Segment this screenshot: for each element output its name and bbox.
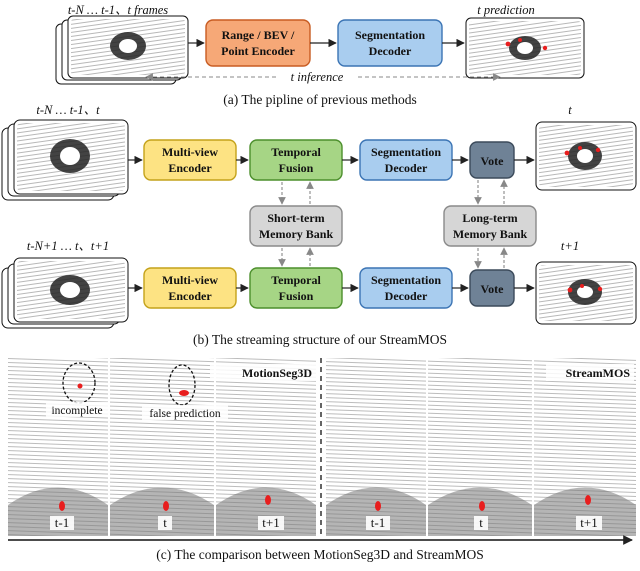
caption-c: (c) The comparison between MotionSeg3D a… (156, 547, 483, 562)
prediction-frame-a (465, 17, 585, 79)
multi-view-encoder-top: Multi-view Encoder (143, 139, 237, 181)
top-input-label: t-N … t-1、t (36, 103, 100, 117)
input-frame-stack-top (1, 119, 129, 201)
svg-text:Decoder: Decoder (385, 161, 428, 175)
time-tick-labels: t-1 t t+1 t-1 t t+1 (50, 515, 602, 530)
incomplete-highlight (62, 362, 96, 404)
svg-text:Multi-view: Multi-view (162, 145, 218, 159)
svg-text:Multi-view: Multi-view (162, 273, 218, 287)
range-bev-point-encoder: Range / BEV / Point Encoder (205, 19, 311, 67)
caption-b: (b) The streaming structure of our Strea… (193, 332, 447, 347)
vote-top: Vote (469, 141, 515, 179)
input-frame-stack-a (55, 15, 189, 85)
svg-text:Memory Bank: Memory Bank (453, 227, 528, 241)
temporal-fusion-bottom: Temporal Fusion (249, 267, 343, 309)
segmentation-decoder-top: Segmentation Decoder (359, 139, 453, 181)
vote-bottom: Vote (469, 269, 515, 307)
input-frames-label: t-N … t-1、t frames (68, 3, 168, 17)
svg-text:Point Encoder: Point Encoder (221, 44, 295, 58)
annotation-incomplete: incomplete (51, 405, 102, 417)
bottom-output-label: t+1 (561, 239, 579, 253)
method-label-streammos: StreamMOS (566, 366, 631, 380)
svg-text:Decoder: Decoder (369, 44, 412, 58)
temporal-fusion-top: Temporal Fusion (249, 139, 343, 181)
svg-text:Long-term: Long-term (462, 211, 517, 225)
svg-text:t-1: t-1 (55, 515, 69, 530)
svg-text:t: t (163, 515, 167, 530)
method-label-motionseg3d: MotionSeg3D (242, 366, 312, 380)
svg-text:Decoder: Decoder (385, 289, 428, 303)
annotation-false-prediction: false prediction (149, 408, 220, 420)
segmentation-decoder-bottom: Segmentation Decoder (359, 267, 453, 309)
svg-text:t+1: t+1 (262, 515, 279, 530)
prediction-label: t prediction (477, 3, 535, 17)
input-frame-stack-bottom (1, 257, 129, 329)
svg-text:Fusion: Fusion (279, 161, 314, 175)
panel-c: incomplete false prediction MotionSeg3D … (8, 358, 636, 562)
svg-text:Memory Bank: Memory Bank (259, 227, 334, 241)
svg-text:Temporal: Temporal (271, 273, 321, 287)
svg-text:Temporal: Temporal (271, 145, 321, 159)
inference-label: t inference (291, 70, 344, 84)
svg-text:Short-term: Short-term (267, 211, 324, 225)
multi-view-encoder-bottom: Multi-view Encoder (143, 267, 237, 309)
road-shading (8, 487, 636, 536)
long-term-memory-bank: Long-term Memory Bank (443, 205, 537, 247)
svg-text:t: t (479, 515, 483, 530)
moving-object-marks (59, 383, 591, 511)
bottom-input-label: t-N+1 … t、t+1 (27, 239, 109, 253)
output-frame-top (535, 121, 637, 191)
top-output-label: t (568, 103, 572, 117)
panel-a: t-N … t-1、t frames t prediction Range / … (55, 3, 585, 107)
caption-a: (a) The pipline of previous methods (223, 92, 417, 107)
svg-text:Encoder: Encoder (168, 161, 212, 175)
svg-text:Range / BEV /: Range / BEV / (222, 28, 295, 42)
panel-b: t-N … t-1、t t t-N+1 … t、t+1 t+1 Multi-vi… (1, 103, 637, 347)
svg-text:t+1: t+1 (580, 515, 597, 530)
svg-text:Encoder: Encoder (168, 289, 212, 303)
output-frame-bottom (535, 261, 637, 325)
svg-text:Segmentation: Segmentation (371, 145, 441, 159)
segmentation-decoder-a: Segmentation Decoder (337, 19, 443, 67)
svg-text:t-1: t-1 (371, 515, 385, 530)
svg-text:Vote: Vote (481, 154, 505, 168)
svg-text:Fusion: Fusion (279, 289, 314, 303)
svg-text:Segmentation: Segmentation (355, 28, 425, 42)
svg-text:Segmentation: Segmentation (371, 273, 441, 287)
short-term-memory-bank: Short-term Memory Bank (249, 205, 343, 247)
svg-text:Vote: Vote (481, 282, 505, 296)
